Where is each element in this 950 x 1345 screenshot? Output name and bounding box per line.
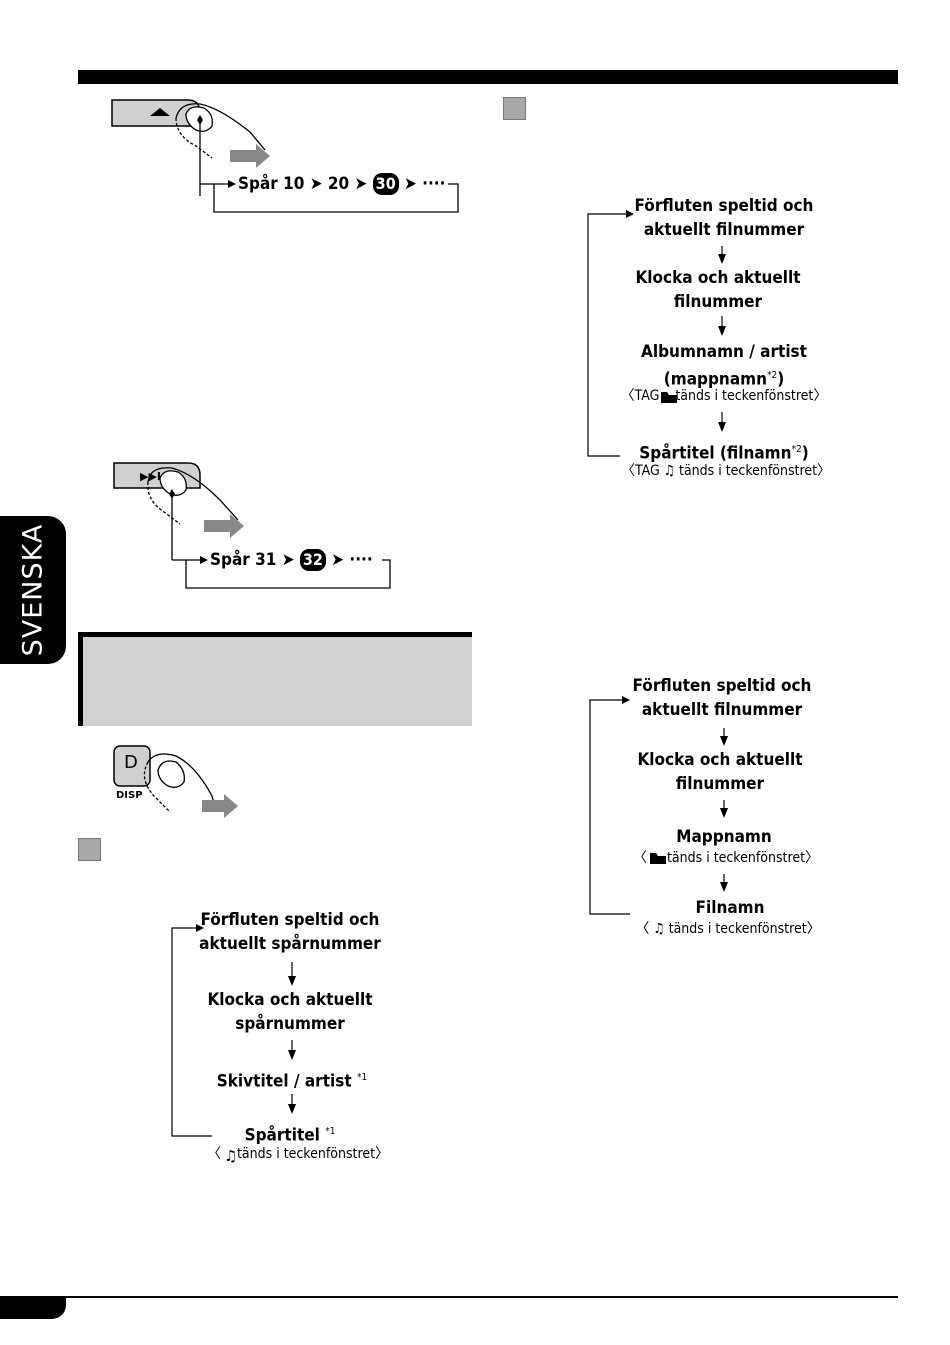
mp3-tag-step3: Albumnamn / artist (mappnamn*2) xyxy=(641,342,807,390)
mp3-notag-flow-bracket xyxy=(589,696,728,915)
cd-flow-step3: Skivtitel / artist *1 xyxy=(216,1071,368,1092)
current-track-badge: 30 xyxy=(372,173,399,195)
cd-flow-step4-sub: 〈 tänds i teckenfönstret〉 xyxy=(206,1146,390,1162)
mp3-notag-step4: Filnamn xyxy=(695,898,765,918)
sequence-loop-bracket xyxy=(172,556,391,589)
next-button-illustration: ▶▶I∧ xyxy=(113,462,244,560)
mp3-notag-step4-sub: 〈 ♫ tänds i teckenfönstret〉 xyxy=(635,921,821,937)
current-track-badge: 32 xyxy=(299,549,326,571)
top-rule xyxy=(78,70,898,84)
cd-flow-bracket: ♫ xyxy=(171,924,296,1165)
mp3-tag-step4-sub: 〈TAG ♫ tänds i teckenfönstret〉 xyxy=(620,463,832,479)
mp3-tag-step3-sub: 〈TAG tänds i teckenfönstret〉 xyxy=(620,388,828,404)
mp3-notag-step3-sub: 〈 tänds i teckenfönstret〉 xyxy=(632,850,820,866)
folder-icon xyxy=(650,853,666,864)
mp3-tag-step4: Spårtitel (filnamn*2) xyxy=(639,443,809,464)
disp-button-illustration xyxy=(113,745,238,818)
bottom-rule xyxy=(0,1296,898,1298)
bullet-square-icon xyxy=(78,838,101,861)
mp3-notag-step3: Mappnamn xyxy=(676,827,772,847)
music-note-icon: ♫ xyxy=(663,463,676,479)
language-side-tab: SVENSKA xyxy=(0,516,66,664)
folder-icon xyxy=(661,392,677,403)
track-sequence-10: Spår 10 ➤ 20 ➤ 30 ➤ ···· xyxy=(238,173,446,195)
up-button-illustration xyxy=(111,99,270,196)
page-number-tab xyxy=(0,1297,66,1319)
mp3-tag-flow-bracket xyxy=(587,210,726,457)
disp-key-label: DISP xyxy=(116,790,143,801)
music-note-icon: ♫ xyxy=(653,921,665,937)
bullet-square-icon xyxy=(503,97,526,120)
sequence-loop-bracket xyxy=(200,180,459,213)
cd-flow-step4: Spårtitel *1 xyxy=(244,1125,336,1146)
track-sequence-next: Spår 31 ➤ 32 ➤ ···· xyxy=(210,549,373,571)
svg-text:♫: ♫ xyxy=(224,1147,237,1165)
section-heading-box xyxy=(78,632,472,726)
disp-key-letter: D xyxy=(124,752,138,773)
